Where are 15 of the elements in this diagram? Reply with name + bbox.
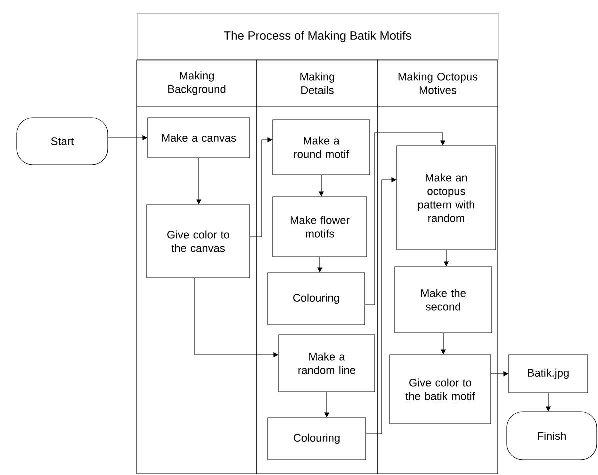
- arrow: [365, 132, 446, 306]
- terminal-box: Finish: [506, 412, 598, 460]
- process-box: Make a round motif: [272, 120, 370, 176]
- process-box: Make flower motifs: [272, 196, 368, 258]
- process-box: Give color to the batik motif: [390, 354, 492, 424]
- process-box: Colouring: [268, 418, 366, 460]
- process-box: Make a random line: [278, 334, 376, 392]
- process-box: Give color to the canvas: [146, 204, 250, 278]
- process-box: Make the second: [394, 266, 492, 334]
- process-box: Make an octopus pattern with random: [396, 146, 496, 250]
- terminal-box: Start: [16, 118, 108, 166]
- process-box: Colouring: [268, 272, 366, 326]
- title-band: The Process of Making Batik Motifs: [137, 13, 499, 61]
- process-box: Make a canvas: [148, 118, 250, 158]
- process-box: Batik.jpg: [508, 354, 588, 394]
